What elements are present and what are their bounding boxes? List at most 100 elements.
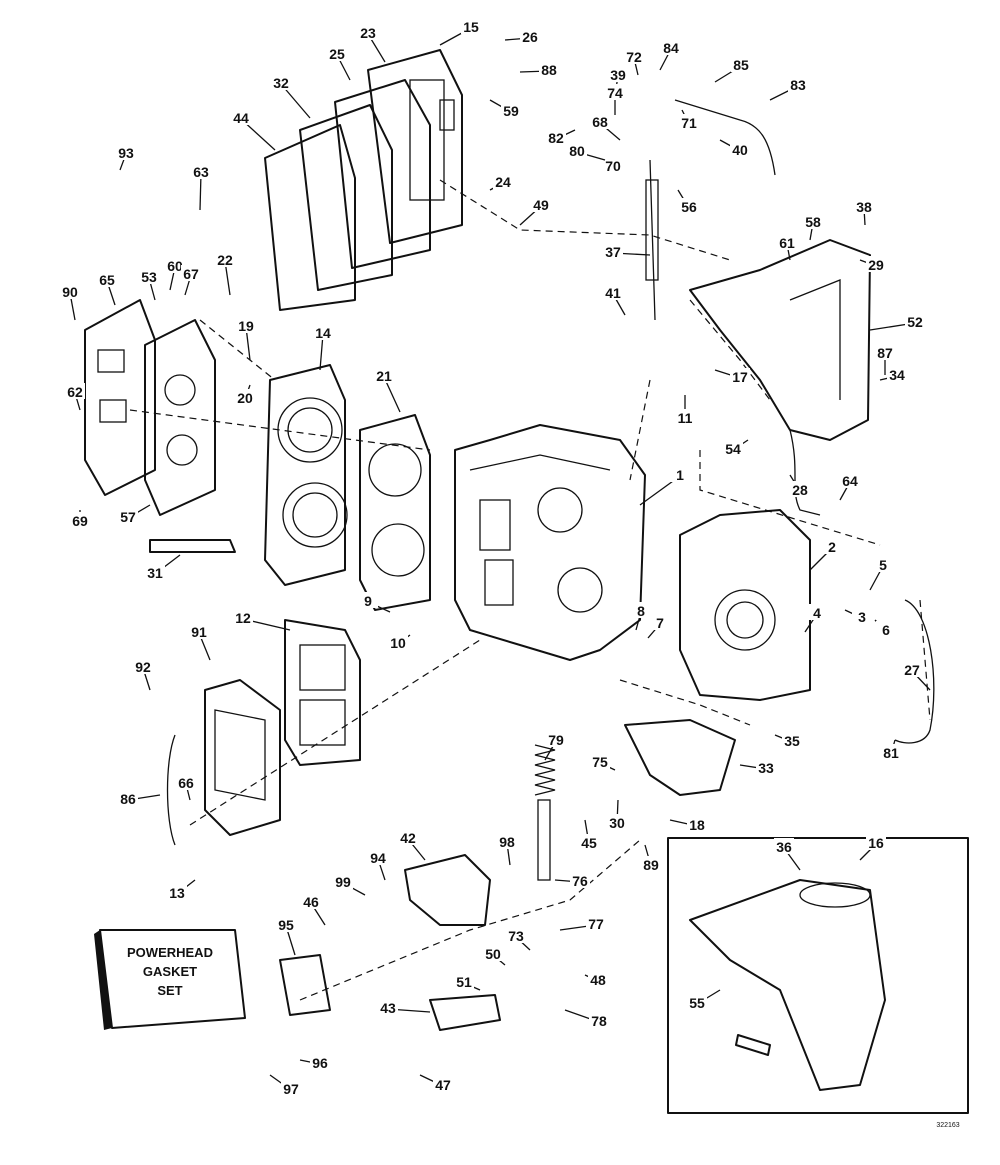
callout-33: 33 (758, 760, 774, 776)
callout-bg-63 (191, 163, 211, 179)
callout-bg-57 (118, 508, 138, 524)
callout-51: 51 (456, 974, 472, 990)
callout-bg-39 (608, 66, 628, 82)
callout-48: 48 (590, 972, 606, 988)
callout-bg-17 (730, 368, 750, 384)
callout-93: 93 (118, 145, 134, 161)
callout-10: 10 (390, 635, 406, 651)
gasket-set-line-2: GASKET (143, 964, 197, 979)
spring-78 (534, 744, 556, 881)
callout-bg-74 (605, 84, 625, 100)
bypass-cover-65 (84, 299, 156, 496)
callout-1: 1 (676, 467, 684, 483)
callout-22: 22 (217, 252, 233, 268)
callout-bg-48 (588, 971, 608, 987)
callout-86: 86 (120, 791, 136, 807)
callout-bg-35 (782, 732, 802, 748)
gasket-set-line-1: POWERHEAD (127, 945, 213, 960)
callout-bg-80 (567, 142, 587, 158)
callout-bg-78 (589, 1012, 609, 1028)
callout-bg-8 (631, 602, 651, 618)
callout-21: 21 (376, 368, 392, 384)
callout-39: 39 (610, 67, 626, 83)
callout-bg-58 (803, 213, 823, 229)
callout-50: 50 (485, 946, 501, 962)
callout-bg-25 (327, 45, 347, 61)
callout-bg-14 (313, 324, 333, 340)
callout-52: 52 (907, 314, 923, 330)
callout-bg-73 (506, 927, 526, 943)
callout-bg-12 (233, 609, 253, 625)
callout-28: 28 (792, 482, 808, 498)
gasket-25 (334, 79, 431, 269)
exhaust-cover-stack (264, 49, 463, 311)
callout-bg-62 (65, 383, 85, 399)
callout-64: 64 (842, 473, 858, 489)
callout-bg-83 (788, 76, 808, 92)
callout-bg-45 (579, 834, 599, 850)
callout-labels: 1234567891011121314151617181920212223242… (60, 18, 931, 1097)
lever-42 (404, 854, 491, 926)
callout-78: 78 (591, 1013, 607, 1029)
callout-bg-36 (774, 838, 794, 854)
callout-91: 91 (191, 624, 207, 640)
assembly-lines (129, 179, 931, 1001)
callout-82: 82 (548, 130, 564, 146)
callout-bg-93 (116, 144, 136, 160)
cylinder-block (454, 424, 646, 661)
callout-70: 70 (605, 158, 621, 174)
drawing-code: 322163 (936, 1122, 959, 1129)
callout-77: 77 (588, 916, 604, 932)
callout-bg-61 (777, 234, 797, 250)
callout-bg-81 (881, 744, 901, 760)
callout-bg-65 (97, 271, 117, 287)
callout-87: 87 (877, 345, 893, 361)
callout-bg-92 (133, 658, 153, 674)
callout-49: 49 (533, 197, 549, 213)
callout-bg-6 (876, 621, 896, 637)
callout-69: 69 (72, 513, 88, 529)
callout-96: 96 (312, 1055, 328, 1071)
head-gasket-21 (359, 414, 431, 611)
callout-85: 85 (733, 57, 749, 73)
callout-92: 92 (135, 659, 151, 675)
callout-9: 9 (364, 593, 372, 609)
bracket-52 (689, 239, 871, 441)
callout-26: 26 (522, 29, 538, 45)
callout-bg-10 (388, 634, 408, 650)
callout-29: 29 (868, 257, 884, 273)
callout-bg-21 (374, 367, 394, 383)
callout-31: 31 (147, 565, 163, 581)
callout-8: 8 (637, 603, 645, 619)
callout-bg-43 (378, 999, 398, 1015)
callout-bg-24 (493, 173, 513, 189)
callout-36: 36 (776, 839, 792, 855)
callout-46: 46 (303, 894, 319, 910)
callout-bg-47 (433, 1076, 453, 1092)
callout-bg-91 (189, 623, 209, 639)
gasket-set-line-3: SET (157, 983, 182, 998)
callout-74: 74 (607, 85, 623, 101)
plate-32 (299, 104, 393, 291)
callout-30: 30 (609, 815, 625, 831)
callout-bg-22 (215, 251, 235, 267)
callout-60: 60 (167, 258, 183, 274)
callout-bg-42 (398, 829, 418, 845)
callout-bg-86 (118, 790, 138, 806)
cylinder-head-14 (264, 364, 348, 586)
callout-68: 68 (592, 114, 608, 130)
callout-bg-49 (531, 196, 551, 212)
callout-bg-79 (546, 731, 566, 747)
callout-42: 42 (400, 830, 416, 846)
callout-83: 83 (790, 77, 806, 93)
callout-bg-7 (650, 614, 670, 630)
callout-97: 97 (283, 1081, 299, 1097)
callout-94: 94 (370, 850, 386, 866)
callout-bg-29 (866, 256, 886, 272)
callout-bg-87 (875, 344, 895, 360)
intake-cover-90 (204, 679, 281, 836)
gasket-44 (264, 124, 356, 311)
callout-bg-53 (139, 268, 159, 284)
callout-bg-72 (624, 48, 644, 64)
callout-11: 11 (678, 410, 693, 426)
